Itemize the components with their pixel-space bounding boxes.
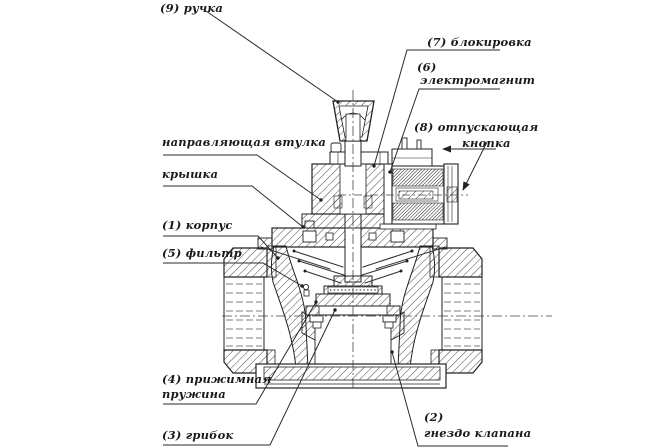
body-left-port bbox=[223, 245, 277, 374]
body-chamber bbox=[255, 245, 447, 389]
label-body: (1) корпус bbox=[162, 218, 233, 232]
label-solenoid: электромагнит bbox=[420, 73, 536, 87]
label-release-button-line2: кнопка bbox=[462, 136, 511, 150]
label-spring-line2: пружина bbox=[162, 387, 226, 401]
label-cover: крышка bbox=[162, 167, 219, 181]
solenoid-part bbox=[379, 163, 445, 230]
centerlines bbox=[222, 90, 552, 390]
label-solenoid-num: (6) bbox=[417, 60, 437, 74]
filter-screw bbox=[302, 283, 310, 297]
connector-part bbox=[391, 137, 433, 167]
label-seat-num: (2) bbox=[424, 410, 444, 424]
filter-part bbox=[260, 246, 446, 270]
label-spring-line1: (4) прижимная bbox=[162, 372, 272, 386]
guide-bushing-part bbox=[301, 163, 400, 229]
label-guide-bushing: направляющая втулка bbox=[162, 135, 327, 149]
label-filter: (5) фильтр bbox=[162, 246, 242, 260]
label-seat: гнездо клапана bbox=[424, 426, 532, 440]
spring-rod-ends bbox=[292, 249, 414, 273]
label-poppet: (3) грибок bbox=[162, 428, 234, 442]
handle-part bbox=[332, 100, 375, 142]
leader-lines bbox=[163, 10, 508, 447]
label-release-button-line1: (8) отпускающая bbox=[414, 120, 539, 134]
label-lock: (7) блокировка bbox=[427, 35, 532, 49]
release-button-part bbox=[443, 163, 459, 225]
body-right-port bbox=[429, 245, 483, 374]
leader-dots bbox=[276, 100, 394, 354]
label-handle: (9) ручка bbox=[160, 1, 224, 15]
